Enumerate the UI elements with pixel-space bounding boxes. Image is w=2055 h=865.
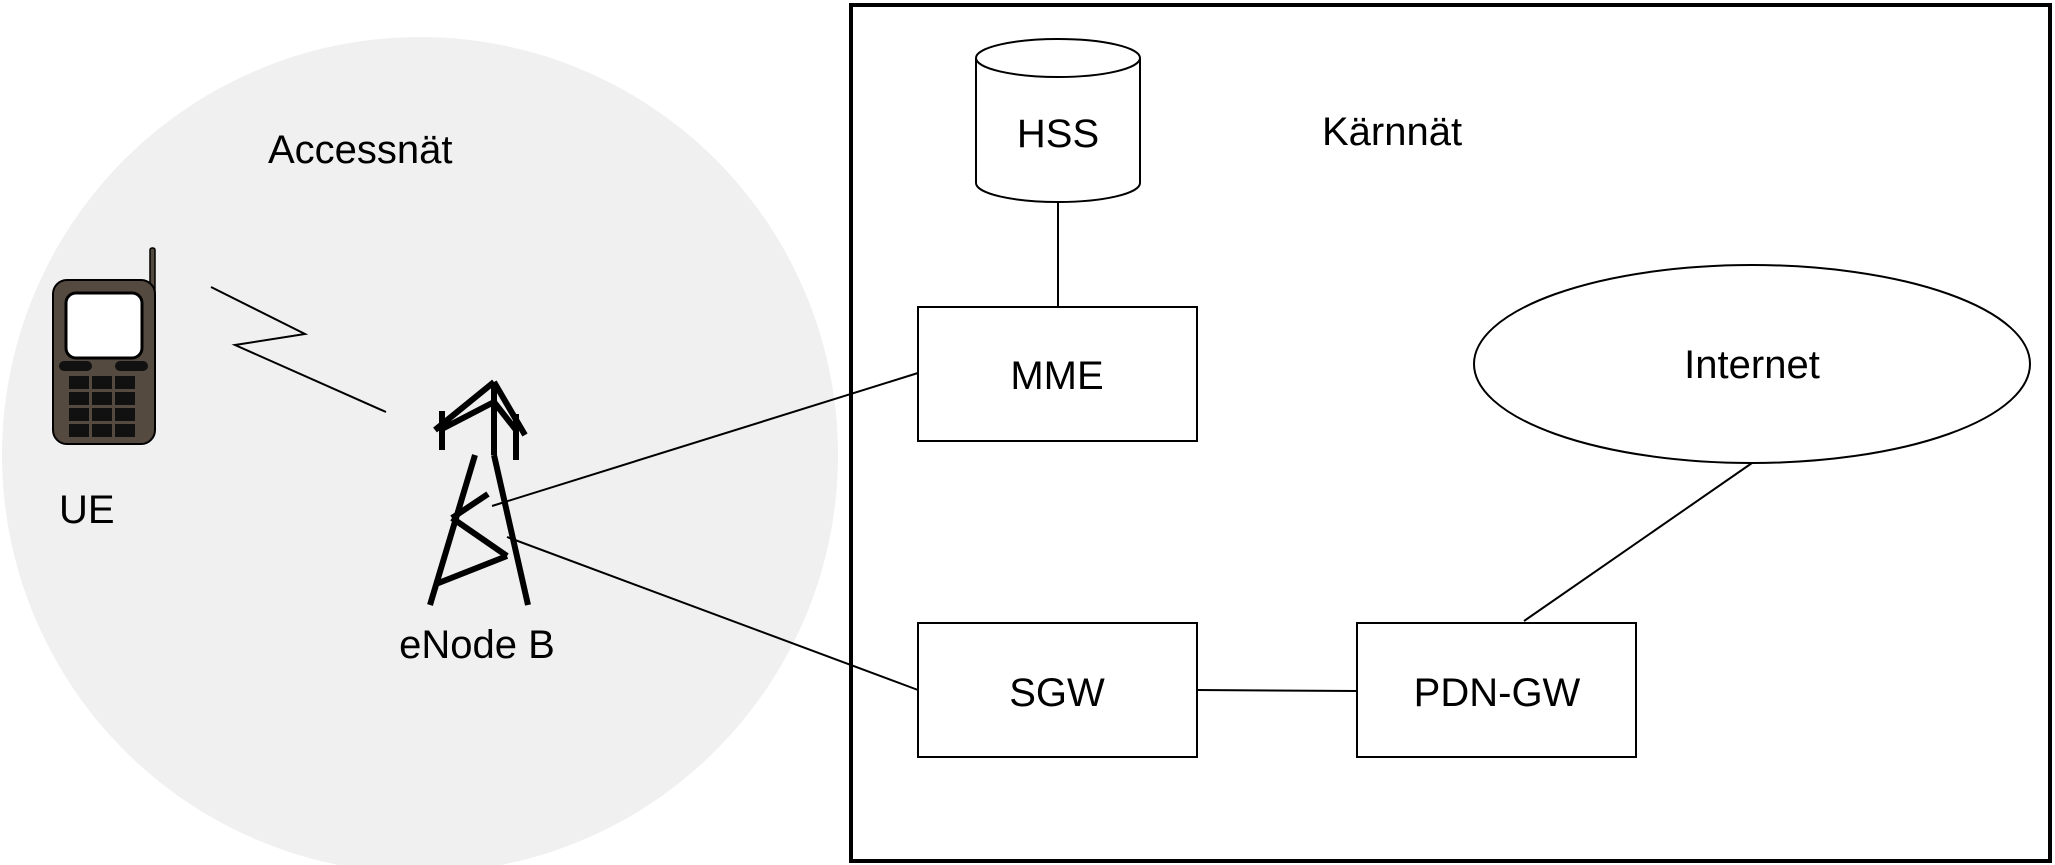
hss-node: HSS bbox=[975, 38, 1141, 203]
mme-label: MME bbox=[1010, 354, 1103, 398]
ue-node: UE bbox=[52, 247, 156, 532]
core-network: Kärnnät bbox=[849, 3, 2052, 863]
antenna-tower-icon bbox=[427, 379, 531, 606]
enodeb-label: eNode B bbox=[399, 623, 555, 667]
database-cylinder-icon bbox=[975, 58, 1141, 203]
core-network-label: Kärnnät bbox=[1322, 110, 1462, 154]
pdn-gw-node: PDN-GW bbox=[1356, 622, 1637, 758]
pdn-gw-label: PDN-GW bbox=[1414, 671, 1581, 715]
internet-node: Internet bbox=[1473, 264, 2031, 464]
internet-ellipse bbox=[1473, 264, 2031, 464]
mobile-phone-icon bbox=[52, 247, 156, 445]
link-sgw-pdngw bbox=[1196, 689, 1358, 692]
database-cylinder-top bbox=[975, 38, 1141, 78]
hss-label: HSS bbox=[1017, 112, 1099, 156]
internet-label: Internet bbox=[1684, 343, 1820, 387]
mme-node: MME bbox=[917, 306, 1198, 442]
core-network-frame bbox=[849, 3, 2052, 863]
link-pdngw-internet bbox=[1523, 462, 1753, 622]
ue-label: UE bbox=[59, 488, 115, 532]
enodeb-node: eNode B bbox=[399, 379, 555, 667]
access-network-area bbox=[2, 37, 838, 865]
connections bbox=[210, 202, 1753, 692]
sgw-box bbox=[917, 622, 1198, 758]
link-enodeb-mme bbox=[491, 372, 919, 507]
pdn-gw-box bbox=[1356, 622, 1637, 758]
access-network: Accessnät bbox=[2, 37, 838, 865]
radio-link bbox=[210, 286, 387, 413]
access-network-label: Accessnät bbox=[268, 128, 453, 172]
mme-box bbox=[917, 306, 1198, 442]
sgw-node: SGW bbox=[917, 622, 1198, 758]
sgw-label: SGW bbox=[1009, 671, 1105, 715]
link-enodeb-sgw bbox=[506, 536, 919, 691]
